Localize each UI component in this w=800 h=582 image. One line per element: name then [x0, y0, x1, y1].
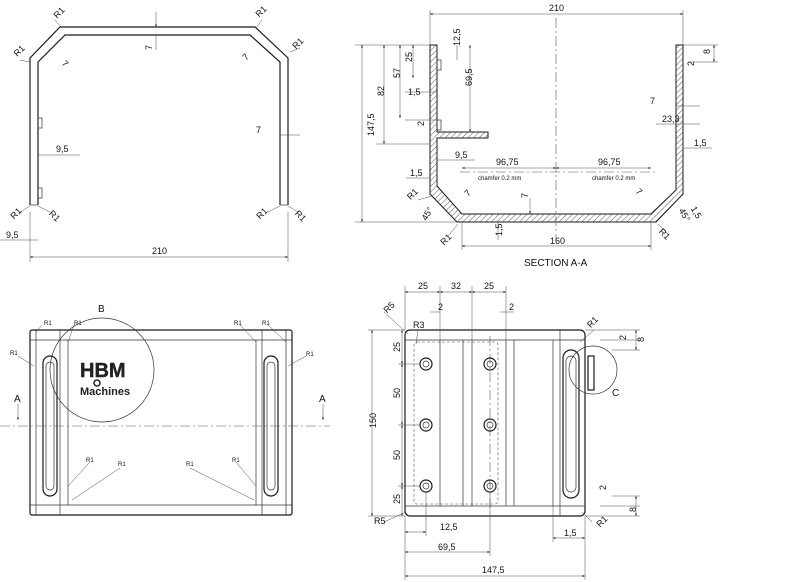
top-dim-r1-2: R1 — [234, 321, 242, 327]
top-dim-r1-8: R1 — [186, 462, 194, 468]
side-dim-147-5: 147,5 — [482, 565, 505, 575]
section-dim-2-a: 2 — [416, 121, 426, 126]
front-dim-r1-bottom-right-1: R1 — [254, 206, 269, 221]
front-dim-r1-right: R1 — [290, 36, 305, 51]
side-dim-32: 32 — [451, 281, 461, 291]
section-chamfer-left: chamfer 0.2 mm — [478, 176, 521, 182]
side-dim-25-b: 25 — [484, 281, 494, 291]
section-dim-96-75-right: 96,75 — [598, 157, 621, 167]
side-dim-2-right-top: 2 — [618, 335, 628, 340]
section-dim-147-5: 147,5 — [366, 113, 376, 136]
top-dim-r1-6: R1 — [86, 458, 94, 464]
front-dim-r1-top-left: R1 — [52, 5, 67, 20]
front-dim-width-210: 210 — [152, 246, 167, 256]
section-dim-23-3: 23,3 — [662, 114, 680, 124]
section-dim-1-5-b: 1,5 — [410, 168, 423, 178]
section-marker-left: A — [14, 394, 21, 405]
section-dim-r1-left-bottom: R1 — [438, 232, 453, 247]
side-view: 25 32 25 2 2 R5 R3 R1 25 50 50 25 150 2 … — [368, 281, 646, 580]
side-dim-8-right-bottom: 8 — [628, 507, 638, 512]
top-view: B HBM Machines A A R1 R1 R1 R1 R1 R1 R1 … — [0, 304, 330, 516]
side-dim-25-top-vert: 25 — [392, 342, 402, 352]
front-dim-r1-left: R1 — [12, 43, 27, 58]
top-dim-r1-1: R1 — [74, 321, 82, 327]
section-dim-69-5: 69,5 — [464, 68, 474, 86]
top-dim-r1-7: R1 — [118, 462, 126, 468]
section-dim-82: 82 — [376, 86, 386, 96]
side-dim-2-b: 2 — [509, 302, 514, 312]
top-detail-label-b: B — [98, 304, 105, 315]
side-dim-25-bottom-vert: 25 — [392, 494, 402, 504]
side-dim-r1-top: R1 — [585, 314, 600, 329]
top-dim-r1-0: R1 — [44, 321, 52, 327]
front-dim-r1-bottom-left-1: R1 — [8, 206, 23, 221]
side-dim-r5-bottom: R5 — [374, 516, 386, 526]
side-dim-69-5: 69,5 — [438, 542, 456, 552]
front-dim-r1-bottom-left-2: R1 — [47, 208, 62, 223]
section-dim-25: 25 — [404, 52, 414, 62]
front-dim-7-left: 7 — [60, 58, 71, 69]
section-dim-96-75-left: 96,75 — [496, 157, 519, 167]
side-dim-150: 150 — [368, 413, 378, 428]
side-dim-50-b: 50 — [392, 450, 402, 460]
section-chamfer-right: chamfer 0.2 mm — [592, 176, 635, 182]
section-view: 210 147,5 82 57 25 12,5 69,5 1,5 2 1,5 9… — [355, 3, 718, 269]
front-dim-9-5-lower: 9,5 — [6, 230, 19, 240]
front-dim-9-5-upper: 9,5 — [56, 144, 69, 154]
front-dim-7-right: 7 — [256, 125, 261, 135]
side-dim-2-a: 2 — [438, 302, 443, 312]
section-title: SECTION A-A — [524, 258, 588, 269]
section-dim-160: 160 — [550, 236, 565, 246]
section-dim-9-5: 9,5 — [455, 150, 468, 160]
side-dim-r5-top: R5 — [382, 300, 397, 315]
top-dim-r1-4: R1 — [10, 351, 18, 357]
section-dim-7-right-upper: 7 — [650, 96, 655, 106]
section-dim-7-left: 7 — [462, 188, 473, 199]
section-dim-1-5-bottom: 1,5 — [494, 223, 504, 236]
side-dim-1-5: 1,5 — [564, 528, 577, 538]
machines-logo-text: Machines — [80, 386, 130, 398]
section-dim-1-5-right-upper: 1,5 — [694, 138, 707, 148]
side-dim-r3: R3 — [413, 320, 425, 330]
front-dim-r1-top-right: R1 — [254, 4, 269, 19]
top-dim-r1-9: R1 — [232, 458, 240, 464]
section-dim-2-right: 2 — [686, 61, 696, 66]
section-dim-8-right: 8 — [702, 49, 712, 54]
section-dim-width-210: 210 — [549, 3, 564, 13]
section-dim-r1-left: R1 — [405, 186, 420, 201]
section-dim-12-5: 12,5 — [452, 28, 462, 46]
front-dim-7-right-upper: 7 — [240, 52, 251, 63]
top-dim-r1-5: R1 — [306, 352, 314, 358]
section-dim-57: 57 — [392, 68, 402, 78]
logo-ring-icon — [93, 379, 101, 387]
side-dim-8-right-top: 8 — [636, 337, 646, 342]
front-dim-r1-bottom-right-2: R1 — [293, 208, 308, 223]
front-dim-7-top: 7 — [144, 45, 154, 50]
side-dim-50-a: 50 — [392, 388, 402, 398]
side-dim-25-a: 25 — [418, 281, 428, 291]
front-view: R1 R1 R1 R1 7 7 7 7 9,5 9,5 R1 R1 R1 R1 … — [0, 4, 308, 262]
section-dim-7-right: 7 — [634, 186, 645, 197]
side-dim-2-right-bottom: 2 — [598, 485, 608, 490]
hbm-logo-text: HBM — [80, 360, 126, 382]
section-dim-r1-right-bottom: R1 — [657, 226, 672, 241]
section-dim-7-bottom: 7 — [520, 193, 530, 198]
side-dim-12-5: 12,5 — [440, 522, 458, 532]
section-dim-1-5-a: 1,5 — [408, 87, 421, 97]
section-marker-right: A — [319, 394, 326, 405]
bolt-holes — [419, 357, 497, 493]
section-dim-45-left: 45° — [420, 205, 436, 222]
top-dim-r1-3: R1 — [262, 321, 270, 327]
side-detail-label-c: C — [612, 388, 619, 399]
